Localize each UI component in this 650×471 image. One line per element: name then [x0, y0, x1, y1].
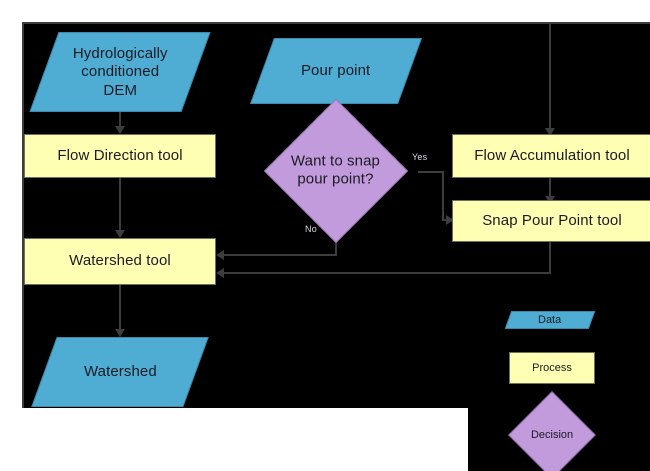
branch-label-no: No	[305, 224, 317, 234]
node-label-hydro-dem: Hydrologically conditioned DEM	[73, 45, 168, 100]
edge-no-horizontal	[222, 254, 337, 256]
arrowhead-yes-into-snap	[446, 215, 454, 225]
hydro-dem-line-1: Hydrologically	[72, 44, 168, 62]
legend-label-decision: Decision	[530, 429, 574, 441]
node-watershed[interactable]: Watershed	[31, 337, 209, 407]
edge-left-spine	[22, 22, 24, 153]
edge-flowdir-to-watershedtool	[119, 178, 121, 234]
node-label-flow-accumulation: Flow Accumulation tool	[474, 146, 630, 164]
node-flow-accumulation-tool[interactable]: Flow Accumulation tool	[452, 134, 650, 178]
legend-item-data: Data	[504, 311, 596, 329]
hydro-dem-line-2: conditioned	[81, 62, 159, 80]
edge-watershedtool-to-watershed	[119, 285, 121, 333]
node-flow-direction-tool[interactable]: Flow Direction tool	[24, 134, 216, 178]
arrowhead-watershedtool-to-watershed	[115, 329, 125, 337]
edge-dem-to-flowdir	[119, 112, 121, 130]
node-label-watershed: Watershed	[83, 362, 157, 380]
hydro-dem-line-3: DEM	[103, 81, 137, 99]
legend-item-process: Process	[509, 352, 595, 384]
edge-snap-to-watershedtool-horizontal	[222, 272, 551, 274]
node-snap-pour-point-tool[interactable]: Snap Pour Point tool	[452, 200, 650, 242]
edge-dem-to-accum-horizontal	[23, 22, 551, 24]
edge-yes-vertical	[442, 171, 444, 221]
arrowhead-dem-to-flowdir	[115, 126, 125, 134]
node-label-decision: Want to snap pour point?	[291, 153, 380, 190]
arrowhead-snap-into-watershedtool	[216, 268, 224, 278]
node-label-flow-direction: Flow Direction tool	[57, 146, 183, 164]
node-pour-point[interactable]: Pour point	[249, 38, 423, 104]
node-hydrologically-conditioned-dem[interactable]: Hydrologically conditioned DEM	[29, 32, 211, 112]
arrowhead-flowdir-to-watershedtool	[115, 230, 125, 238]
node-label-watershed-tool: Watershed tool	[69, 252, 171, 270]
decision-line-2: pour point?	[297, 171, 375, 188]
node-label-pour-point: Pour point	[301, 61, 371, 79]
branch-label-yes: Yes	[412, 152, 428, 162]
node-watershed-tool[interactable]: Watershed tool	[24, 238, 216, 285]
edge-dem-to-accum-vertical	[549, 22, 551, 130]
edge-snap-to-watershedtool-vertical	[549, 242, 551, 274]
decision-line-1: Want to snap	[291, 152, 381, 170]
legend-label-data: Data	[538, 314, 562, 326]
arrowhead-into-flow-accumulation	[545, 128, 555, 136]
edge-accum-to-snap	[549, 178, 551, 200]
legend-label-process: Process	[532, 362, 572, 374]
edge-yes-horizontal	[418, 171, 444, 173]
node-label-snap-pour-point: Snap Pour Point tool	[482, 211, 622, 229]
arrowhead-no-into-watershedtool	[216, 250, 224, 260]
